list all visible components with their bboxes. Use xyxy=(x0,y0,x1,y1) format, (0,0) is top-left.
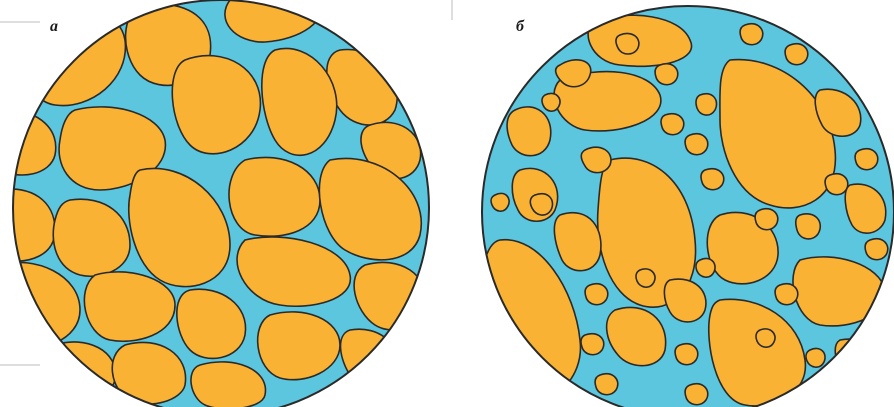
grain xyxy=(491,193,509,211)
grain xyxy=(785,44,808,65)
grain xyxy=(542,93,560,111)
panel-a-label: а xyxy=(50,18,58,36)
grain xyxy=(655,64,678,85)
grain xyxy=(865,239,888,260)
grain xyxy=(341,329,396,383)
grain xyxy=(835,339,876,381)
grain xyxy=(825,174,848,195)
grain xyxy=(696,94,717,115)
grain xyxy=(636,269,655,287)
grain xyxy=(44,342,116,402)
grain xyxy=(806,348,825,367)
grain xyxy=(855,149,878,170)
grain xyxy=(740,24,763,45)
panel-a-diagram xyxy=(0,0,429,407)
grain xyxy=(507,107,551,156)
grain xyxy=(595,374,618,395)
grain xyxy=(530,194,552,215)
grain xyxy=(616,33,639,54)
panel-b-label: б xyxy=(516,18,524,36)
grain xyxy=(701,169,724,190)
grain xyxy=(775,284,798,305)
grain xyxy=(685,384,708,405)
grain xyxy=(172,56,260,154)
grain xyxy=(696,258,715,277)
panel-a-grains xyxy=(0,0,426,407)
grain xyxy=(585,284,608,305)
grain xyxy=(756,329,775,347)
panel-b-diagram xyxy=(476,6,894,407)
grain xyxy=(755,209,778,230)
grain xyxy=(581,334,604,355)
grain xyxy=(685,134,708,155)
grain xyxy=(675,344,698,365)
grain xyxy=(796,214,821,239)
grain xyxy=(661,114,684,135)
